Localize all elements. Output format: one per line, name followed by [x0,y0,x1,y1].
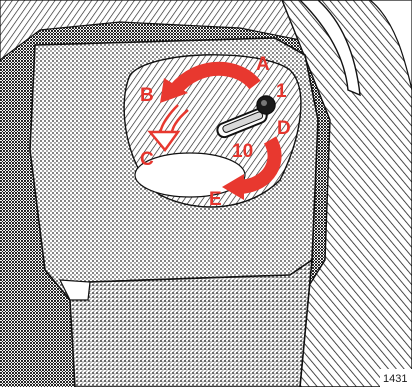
label-a: A [256,54,270,75]
label-position-10: 10 [232,141,253,162]
label-d: D [277,118,291,139]
label-e: E [209,189,222,210]
label-b: B [140,85,154,106]
figure-number: 1431 [383,373,407,385]
label-position-1: 1 [276,81,287,102]
label-c: C [140,149,154,170]
